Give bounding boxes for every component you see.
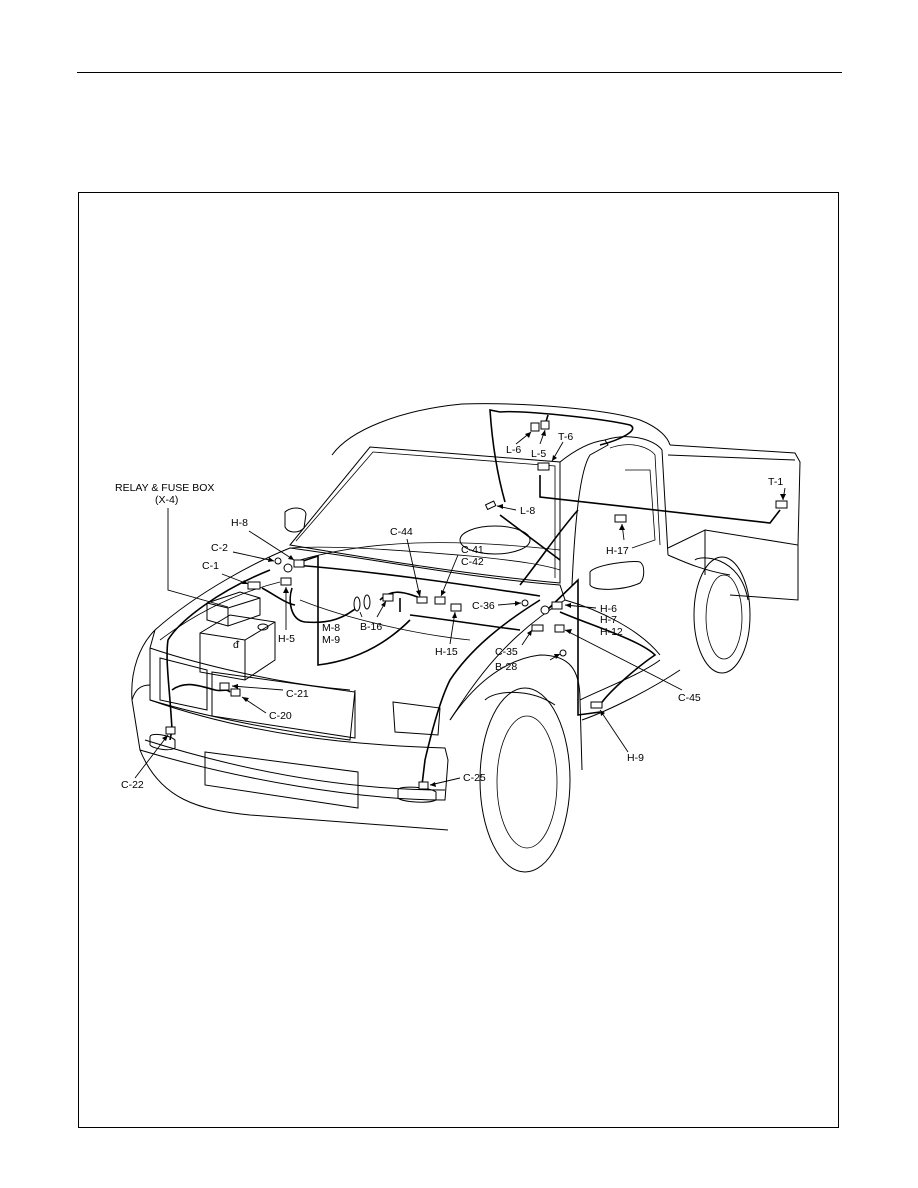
label-b28: B-28 [495,661,517,673]
label-h5: H-5 [278,633,295,645]
label-t1: T-1 [768,476,783,488]
callout-labels: RELAY & FUSE BOX (X-4) L-6 L-5 T-6 T-1 L… [115,431,783,791]
connector-l6 [530,422,540,432]
headlight-right [392,701,441,736]
label-c25: C-25 [463,772,486,784]
connector-m9 [363,594,371,610]
label-h8: H-8 [231,517,248,529]
cab-roof [331,403,671,456]
harness-front-left [166,569,271,741]
harness-front-right [421,599,541,786]
label-c20: C-20 [269,710,292,722]
connector-c41 [434,596,446,605]
connector-c2 [274,557,282,565]
connector-m8 [353,596,361,612]
connector-h12 [554,624,565,633]
connector-h5b [283,563,293,573]
connector-c21 [219,682,230,691]
connector-c36 [521,599,529,607]
relay-fuse-box [206,591,261,627]
label-m8: M-8 [322,622,340,634]
connector-h9 [590,701,603,709]
connector-t1 [775,500,788,509]
connector-h6 [551,601,563,610]
label-h7: H-7 [600,614,617,626]
label-h17: H-17 [606,545,629,557]
label-c44: C-44 [390,526,413,538]
label-l5: L-5 [531,448,546,460]
label-c2: C-2 [211,542,228,554]
side-mirror-left [284,507,307,533]
connector-h17 [614,514,627,523]
label-c45: C-45 [678,692,701,704]
svg-text:ᵭ: ᵭ [233,639,240,651]
connector-c25 [418,781,429,790]
header-rule [77,72,842,73]
a-pillar [559,439,609,586]
connector-h15 [450,603,462,612]
label-m9: M-9 [322,634,340,646]
leader-lines [134,429,786,787]
connector-c44 [416,596,428,604]
label-l6: L-6 [506,444,521,456]
label-b16: B-16 [360,621,382,633]
battery: ᵭ [199,614,276,681]
connector-h8 [293,559,305,568]
label-c21: C-21 [286,688,309,700]
label-l8: L-8 [520,505,535,517]
truck-bed [669,444,801,546]
label-t6: T-6 [558,431,573,443]
label-h15: H-15 [435,646,458,658]
connectors [165,420,788,790]
vehicle-body [131,403,801,873]
harness-dash [294,564,541,597]
wiring-harness [166,409,781,786]
label-h9: H-9 [627,752,644,764]
connector-t6 [537,462,550,471]
label-c1: C-1 [202,560,219,572]
label-c36: C-36 [472,600,495,612]
connector-c1 [247,581,261,590]
label-c35: C-35 [495,646,518,658]
label-relay-fuse-box: RELAY & FUSE BOX [115,482,214,494]
connector-h5 [280,577,292,586]
connector-c20 [230,688,241,697]
steering-wheel [459,525,531,555]
label-relay-fuse-box-code: (X-4) [155,494,178,506]
diagram-frame [78,192,839,1128]
label-c42: C-42 [461,556,484,568]
front-wheel [479,687,571,873]
label-c22: C-22 [121,779,144,791]
connector-b16 [382,593,394,602]
label-c41: C-41 [461,544,484,556]
connector-c22 [165,726,176,735]
side-mirror-right [589,561,645,590]
grille [149,648,356,741]
harness-body-side [539,475,781,524]
connector-l8 [484,500,497,511]
connector-c45 [540,605,550,615]
connector-b28 [559,649,567,657]
connector-l5 [540,420,550,430]
front-bumper [131,684,449,801]
rear-wheel [693,556,751,674]
harness-roof [499,410,634,446]
dashboard [299,542,561,561]
hood [154,547,566,721]
label-h12: H-12 [600,626,623,638]
label-h6: H-6 [600,603,617,615]
connector-c35 [531,624,544,632]
